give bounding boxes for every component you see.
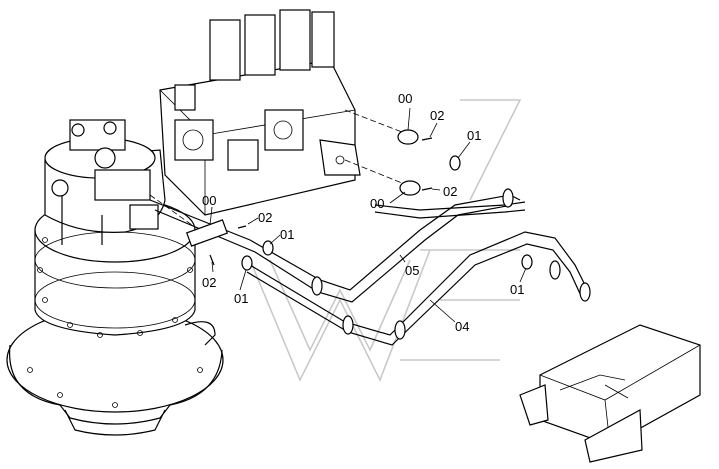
label-02-mid: 02 [443,184,457,199]
label-00-top: 00 [398,91,412,106]
fittings [185,129,533,271]
label-04: 04 [455,319,469,334]
control-valve [159,9,361,216]
label-00-left: 00 [202,193,216,208]
label-00-mid: 00 [370,196,384,211]
label-01-right: 01 [510,282,524,297]
label-01-bottom: 01 [234,291,248,306]
label-01-top: 01 [467,128,481,143]
label-05: 05 [405,263,419,278]
excavator-locator-icon [519,324,701,463]
label-02-top: 02 [430,108,444,123]
label-02-left: 02 [258,210,272,225]
label-02-bottom: 02 [202,275,216,290]
swing-motor [6,119,224,436]
part-labels: 00 02 01 02 00 00 02 01 02 01 05 01 04 [202,91,524,334]
pipe-assembly [149,188,591,346]
leader-lines [149,107,527,323]
label-01-left: 01 [280,227,294,242]
